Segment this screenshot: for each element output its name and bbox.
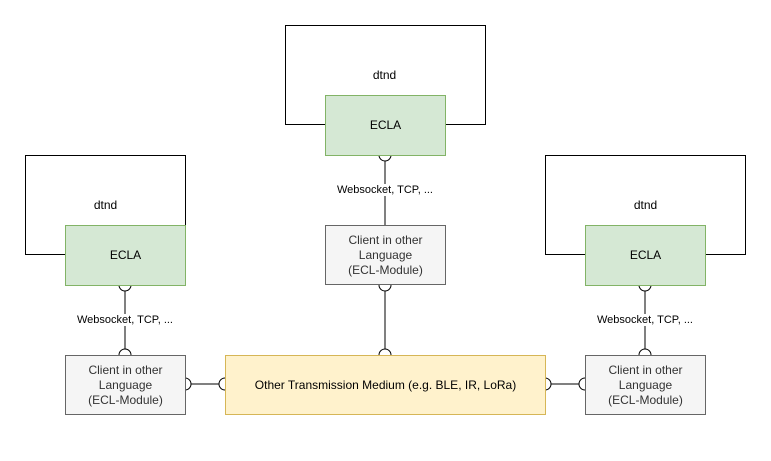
socket-client-center-bottom: [378, 284, 392, 292]
ecla-right: ECLA: [585, 225, 706, 286]
client-left: Client in other Language (ECL-Module): [65, 355, 186, 415]
edge-label-right: Websocket, TCP, ...: [597, 314, 693, 326]
dtnd-label-center: dtnd: [372, 68, 397, 82]
edge-label-left: Websocket, TCP, ...: [77, 314, 173, 326]
socket-client-left-right: [184, 377, 192, 391]
socket-ecla-left-bottom: [118, 284, 132, 292]
transmission-medium: Other Transmission Medium (e.g. BLE, IR,…: [225, 355, 546, 415]
socket-client-right-top: [638, 348, 652, 356]
socket-client-left-top: [118, 348, 132, 356]
socket-client-right-left: [578, 377, 586, 391]
socket-medium-top: [378, 348, 392, 356]
ecla-left: ECLA: [65, 225, 186, 286]
socket-medium-right: [544, 377, 552, 391]
ecla-center: ECLA: [325, 95, 446, 156]
socket-ecla-right-bottom: [638, 284, 652, 292]
client-right: Client in other Language (ECL-Module): [585, 355, 706, 415]
client-center: Client in other Language (ECL-Module): [325, 225, 446, 285]
socket-ecla-center-bottom: [378, 154, 392, 162]
edge-label-center: Websocket, TCP, ...: [337, 184, 433, 196]
dtnd-label-right: dtnd: [633, 198, 658, 212]
dtnd-label-left: dtnd: [93, 198, 118, 212]
socket-medium-left: [218, 377, 226, 391]
